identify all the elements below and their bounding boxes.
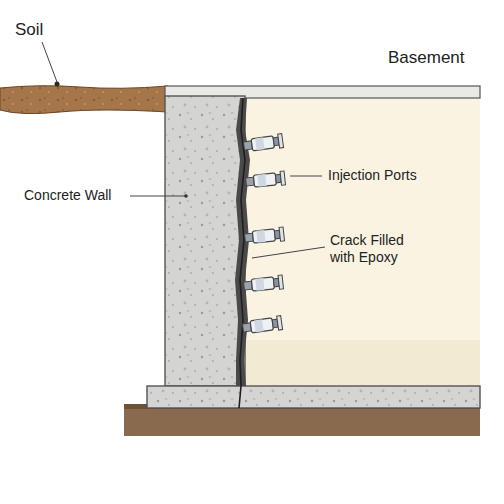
soil-label: Soil [15,20,43,40]
ports-label: Injection Ports [328,167,417,184]
crack-label: Crack Filled with Epoxy [330,232,430,266]
wall-label: Concrete Wall [24,187,111,204]
basement-label: Basement [388,48,465,68]
